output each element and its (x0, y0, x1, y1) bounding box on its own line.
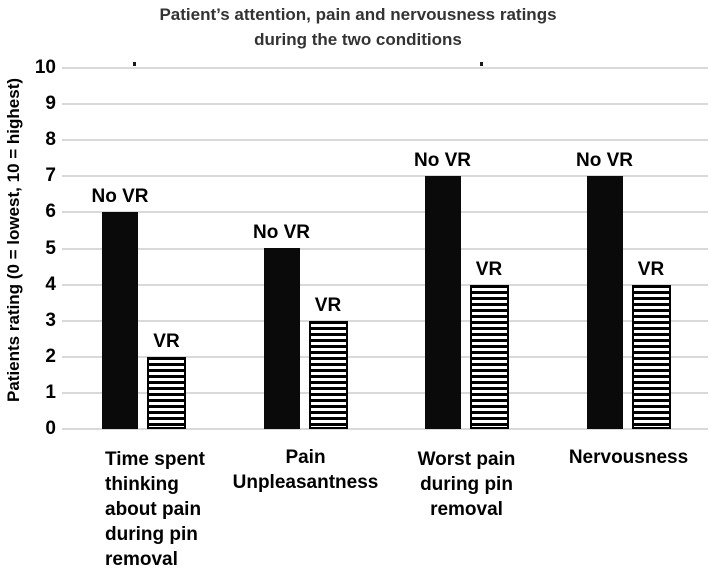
y-tick-label: 10 (34, 57, 56, 78)
gridline (62, 320, 708, 322)
gridline (62, 248, 708, 250)
gridline (62, 175, 708, 177)
gridline (62, 428, 708, 430)
gridline (62, 356, 708, 358)
bar-no-vr (424, 176, 461, 429)
bar-vr (469, 285, 509, 429)
bar-vr (308, 321, 348, 429)
x-category-label: Time spent thinking about pain during pi… (105, 449, 205, 570)
bar-label-vr: VR (637, 259, 665, 280)
y-tick-label: 5 (45, 238, 56, 259)
speck-dot (133, 62, 136, 66)
chart-title: Patient’s attention, pain and nervousnes… (0, 2, 711, 52)
x-category-label: Nervousness (568, 447, 689, 468)
bar-label-no-vr: No VR (576, 150, 633, 171)
bar-label-no-vr: No VR (414, 150, 471, 171)
y-tick-label: 7 (45, 165, 56, 186)
gridline (62, 103, 708, 105)
gridline (62, 67, 708, 69)
bar-no-vr (263, 248, 300, 429)
bar-label-vr: VR (153, 331, 180, 352)
bar-no-vr (586, 176, 623, 429)
y-tick-label: 6 (45, 201, 56, 222)
x-category-label: Pain Unpleasantness (232, 447, 379, 493)
bar-label-vr: VR (475, 259, 503, 280)
bar-label-vr: VR (314, 295, 342, 316)
gridline (62, 139, 708, 141)
bar-vr (631, 285, 671, 429)
chart-title-line1: Patient’s attention, pain and nervousnes… (159, 5, 557, 24)
y-tick-label: 1 (45, 382, 56, 403)
bar-vr (147, 357, 186, 429)
y-tick-label: 2 (45, 346, 56, 367)
y-tick-label: 9 (45, 93, 56, 114)
y-tick-label: 4 (45, 274, 56, 295)
y-tick-label: 0 (45, 418, 56, 439)
gridline (62, 211, 708, 213)
y-tick-label: 8 (45, 129, 56, 150)
bar-label-no-vr: No VR (91, 186, 149, 207)
speck-dot (480, 62, 483, 66)
x-category-label: Worst pain during pin removal (417, 449, 516, 520)
chart-title-line2: during the two conditions (254, 30, 462, 49)
gridline (62, 284, 708, 286)
bar-label-no-vr: No VR (253, 222, 310, 243)
bar-no-vr (102, 212, 138, 429)
y-tick-label: 3 (45, 310, 56, 331)
gridline (62, 392, 708, 394)
